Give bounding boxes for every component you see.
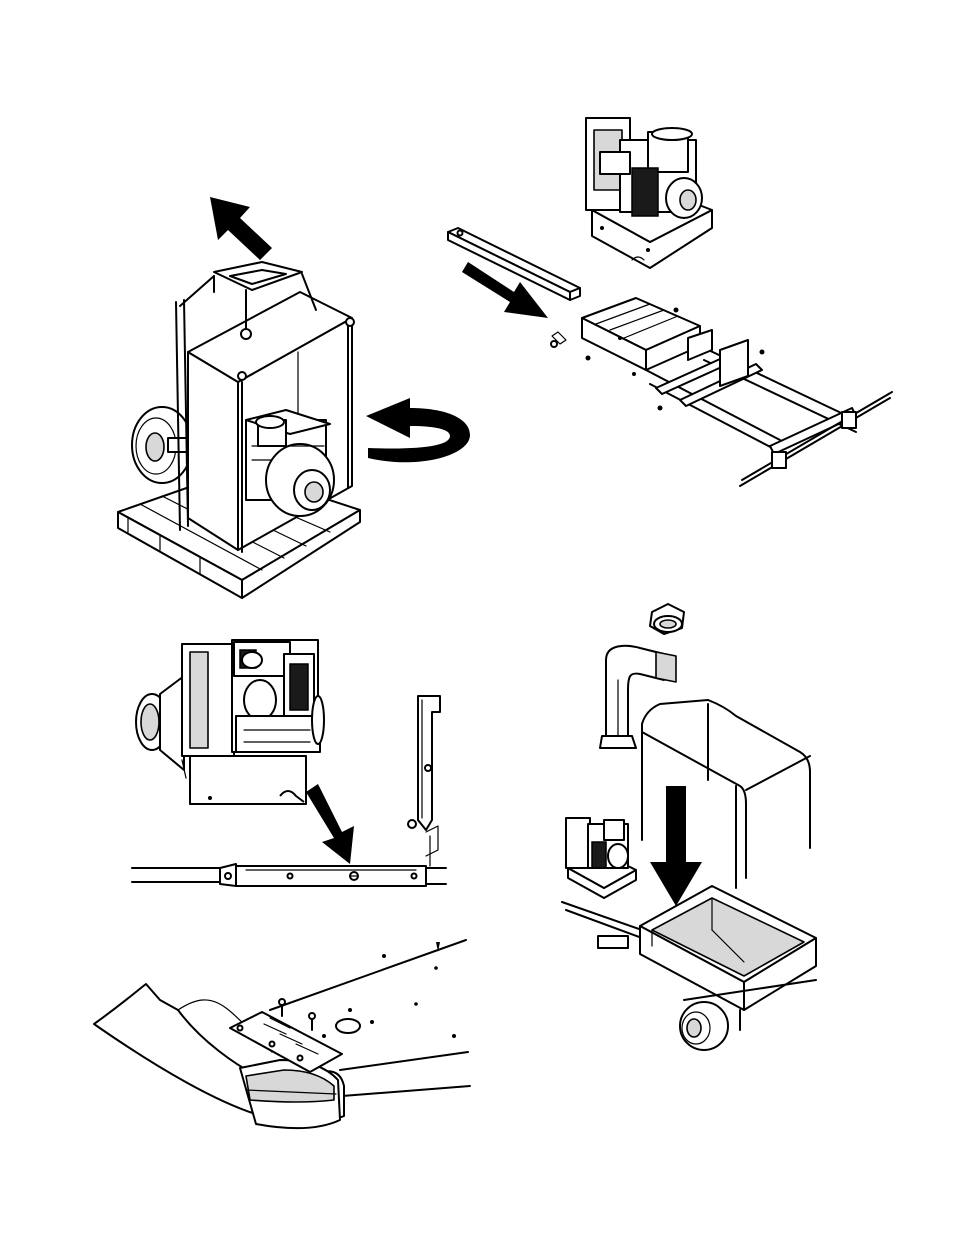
panel-cart-assembly	[562, 604, 816, 1050]
engine	[232, 640, 324, 752]
place-arrow-icon	[306, 784, 354, 864]
crate-wheel	[132, 407, 194, 483]
hairpin-clip	[551, 332, 566, 347]
blower-outlet	[136, 676, 184, 770]
hose-adapter	[650, 604, 684, 634]
frame-upright	[408, 696, 440, 866]
engine-base	[190, 756, 306, 804]
panel-hose-plate	[94, 940, 470, 1128]
engine-unit	[586, 118, 712, 268]
panel-frame-assembly	[448, 118, 892, 486]
crate-engine	[246, 410, 334, 516]
rotate-arrow-icon	[366, 398, 470, 462]
tow-tube	[132, 864, 446, 886]
cart-wheel	[680, 1002, 728, 1050]
panel-unpack-crate	[118, 197, 470, 598]
small-engine	[566, 818, 636, 898]
lower-arrow-icon	[650, 786, 702, 906]
lift-arrow-icon	[210, 197, 272, 260]
base-frame	[582, 298, 892, 486]
panel-mount-engine	[132, 640, 446, 886]
elbow-chute	[600, 646, 676, 748]
